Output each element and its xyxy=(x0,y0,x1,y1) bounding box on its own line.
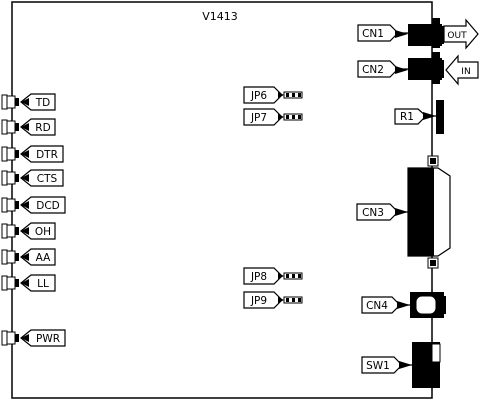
cn3-callout: CN3 xyxy=(356,203,408,221)
cn4-callout: CN4 xyxy=(361,296,410,314)
led-label: LL xyxy=(37,278,49,290)
led-label: OH xyxy=(35,226,51,238)
led-dtr: DTR xyxy=(1,145,64,163)
jumper-jp7: JP7 xyxy=(243,108,303,126)
r1-resistor xyxy=(436,100,444,134)
led-label: DTR xyxy=(36,149,58,161)
jumper-label: JP7 xyxy=(250,112,267,124)
board-title: V1413 xyxy=(202,10,238,23)
cn2-label: CN2 xyxy=(362,64,384,76)
led-label: PWR xyxy=(36,333,60,345)
cn1-callout: CN1 xyxy=(357,24,408,42)
led-label: DCD xyxy=(36,200,60,212)
out-arrow: OUT xyxy=(443,18,479,50)
cn1-connector xyxy=(408,18,444,48)
jumper-jp6: JP6 xyxy=(243,86,303,104)
led-pwr: PWR xyxy=(1,329,66,347)
cn4-label: CN4 xyxy=(366,300,388,312)
cn2-callout: CN2 xyxy=(357,60,408,78)
led-rd: RD xyxy=(1,118,56,136)
jumper-jp9: JP9 xyxy=(243,291,303,309)
led-oh: OH xyxy=(1,222,56,240)
out-arrow-label: OUT xyxy=(447,31,467,41)
in-arrow-label: IN xyxy=(461,67,470,77)
r1-label: R1 xyxy=(400,111,414,123)
jumper-label: JP9 xyxy=(250,295,267,307)
cn1-label: CN1 xyxy=(362,28,384,40)
jumper-label: JP8 xyxy=(250,271,267,283)
cn3-label: CN3 xyxy=(362,207,384,219)
led-ll: LL xyxy=(1,274,56,292)
led-dcd: DCD xyxy=(1,196,66,214)
led-column: TD RD DTR CTS DCD OH AA LL PWR xyxy=(1,93,66,347)
cn4-connector xyxy=(410,292,446,318)
cn2-connector xyxy=(408,52,444,84)
led-aa: AA xyxy=(1,248,56,266)
sw1-callout: SW1 xyxy=(361,356,412,374)
led-label: TD xyxy=(35,97,51,109)
led-label: AA xyxy=(36,252,51,264)
r1-callout: R1 xyxy=(394,108,436,125)
led-cts: CTS xyxy=(1,169,64,187)
led-td: TD xyxy=(1,93,56,111)
jumper-label: JP6 xyxy=(250,90,267,102)
in-arrow: IN xyxy=(445,54,479,86)
jumper-jp8: JP8 xyxy=(243,267,303,285)
sw1-switch xyxy=(412,342,441,388)
cn3-connector xyxy=(407,155,451,269)
led-label: CTS xyxy=(37,173,58,185)
sw1-label: SW1 xyxy=(366,360,390,372)
led-label: RD xyxy=(35,122,50,134)
